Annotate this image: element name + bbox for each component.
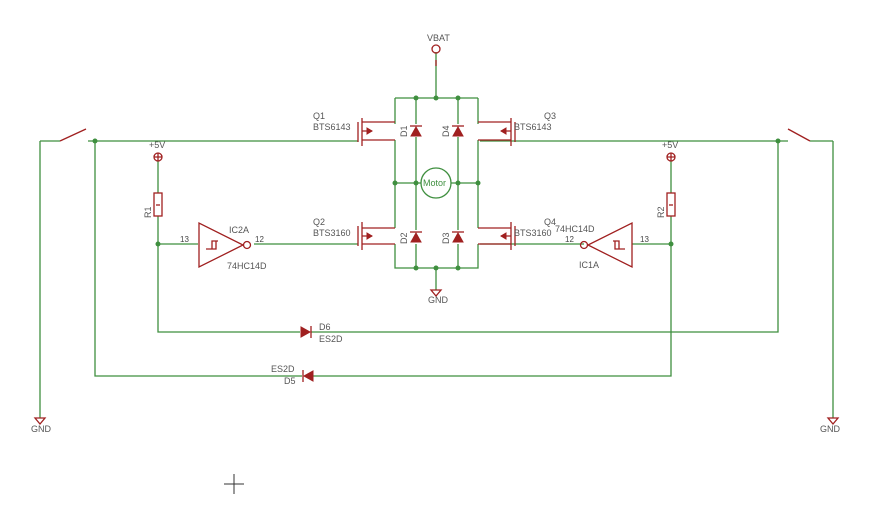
r2-label: R2 bbox=[656, 206, 666, 218]
gnd-right-label: GND bbox=[820, 424, 841, 434]
motor-symbol: Motor bbox=[420, 167, 452, 199]
q3-name: Q3 bbox=[544, 111, 556, 121]
junctions bbox=[92, 95, 781, 271]
vcc-right-symbol: +5V bbox=[662, 140, 678, 162]
diode-d5: ES2D D5 bbox=[271, 364, 314, 386]
vcc-left-symbol: +5V bbox=[149, 140, 165, 162]
motor-label: Motor bbox=[423, 178, 446, 188]
mosfet-q4: Q4 BTS3160 bbox=[478, 217, 556, 250]
q2-name: Q2 bbox=[313, 217, 325, 227]
d6-name: D6 bbox=[319, 322, 331, 332]
switch-left bbox=[59, 128, 87, 142]
mosfet-q2: Q2 BTS3160 bbox=[313, 217, 395, 250]
inverter-ic2a: 13 12 IC2A 74HC14D bbox=[180, 221, 267, 271]
gnd-center-label: GND bbox=[428, 295, 449, 305]
wires bbox=[39, 52, 834, 418]
q4-value: BTS3160 bbox=[514, 228, 552, 238]
diode-d1: D1 bbox=[399, 125, 422, 137]
diode-d3: D3 bbox=[441, 231, 464, 244]
ic2a-pin-out: 12 bbox=[255, 235, 264, 244]
ic2a-pin-in: 13 bbox=[180, 235, 189, 244]
d5-value: ES2D bbox=[271, 364, 295, 374]
ic2a-value: 74HC14D bbox=[227, 261, 267, 271]
q4-name: Q4 bbox=[544, 217, 556, 227]
vbat-label: VBAT bbox=[427, 33, 450, 43]
gnd-left-label: GND bbox=[31, 424, 52, 434]
ic1a-pin-out: 12 bbox=[565, 235, 574, 244]
vbat-symbol: VBAT bbox=[427, 33, 450, 66]
ic1a-value: 74HC14D bbox=[555, 224, 595, 234]
q2-value: BTS3160 bbox=[313, 228, 351, 238]
diode-d2: D2 bbox=[399, 231, 422, 244]
resistor-r1: R1 bbox=[143, 192, 163, 218]
ic1a-pin-in: 13 bbox=[640, 235, 649, 244]
d2-label: D2 bbox=[399, 232, 409, 244]
vcc-right-label: +5V bbox=[662, 140, 678, 150]
q1-name: Q1 bbox=[313, 111, 325, 121]
resistor-r2: R2 bbox=[656, 192, 676, 218]
inverter-ic1a: 13 12 IC1A 74HC14D bbox=[555, 221, 649, 270]
ic1a-name: IC1A bbox=[579, 260, 599, 270]
switch-right bbox=[787, 128, 811, 142]
gnd-right-symbol: GND bbox=[820, 417, 841, 434]
diode-d4: D4 bbox=[441, 125, 464, 137]
q1-value: BTS6143 bbox=[313, 122, 351, 132]
d4-label: D4 bbox=[441, 125, 451, 137]
gnd-center-symbol: GND bbox=[428, 289, 449, 305]
vcc-left-label: +5V bbox=[149, 140, 165, 150]
q3-value: BTS6143 bbox=[514, 122, 552, 132]
d5-name: D5 bbox=[284, 376, 296, 386]
d1-label: D1 bbox=[399, 125, 409, 137]
crosshair-cursor-icon bbox=[224, 474, 244, 494]
d3-label: D3 bbox=[441, 232, 451, 244]
gnd-left-symbol: GND bbox=[31, 417, 52, 434]
mosfet-q3: Q3 BTS6143 bbox=[478, 111, 556, 146]
d6-value: ES2D bbox=[319, 334, 343, 344]
mosfet-q1: Q1 BTS6143 bbox=[313, 111, 395, 146]
r1-label: R1 bbox=[143, 206, 153, 218]
ic2a-name: IC2A bbox=[229, 225, 249, 235]
diode-d6: D6 ES2D bbox=[300, 322, 343, 344]
